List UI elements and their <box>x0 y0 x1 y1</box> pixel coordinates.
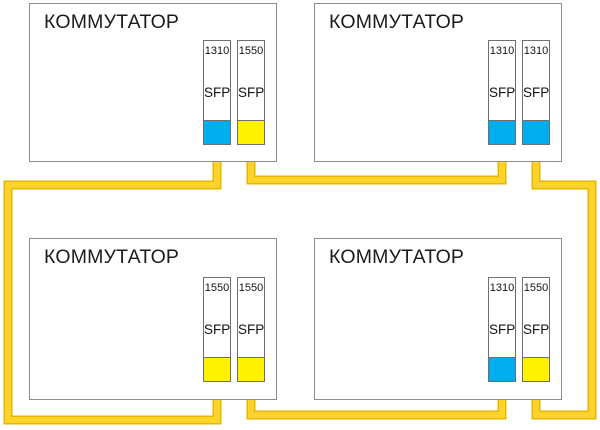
switch-label: КОММУТАТОР <box>329 246 465 268</box>
sfp-wavelength-label: 1310 <box>523 45 549 57</box>
sfp-module-label: SFP <box>204 85 231 100</box>
switch-box[interactable]: КОММУТАТОР <box>314 3 562 162</box>
sfp-wavelength-label: 1310 <box>204 45 230 57</box>
switch-box[interactable]: КОММУТАТОР <box>29 3 277 162</box>
sfp-module-label: SFP <box>204 322 231 337</box>
switch-label: КОММУТАТОР <box>44 11 180 33</box>
sfp-transceiver-tip[interactable] <box>236 357 266 383</box>
sfp-transceiver-tip[interactable] <box>487 357 517 383</box>
sfp-wavelength-label: 1550 <box>238 282 264 294</box>
switch-box[interactable]: КОММУТАТОР <box>29 238 277 400</box>
sfp-transceiver-tip[interactable] <box>521 357 551 383</box>
switch-label: КОММУТАТОР <box>44 246 180 268</box>
sfp-module-label: SFP <box>489 85 516 100</box>
sfp-wavelength-label: 1310 <box>489 45 515 57</box>
sfp-transceiver-tip[interactable] <box>202 120 232 146</box>
sfp-wavelength-label: 1550 <box>238 45 264 57</box>
sfp-wavelength-label: 1310 <box>489 282 515 294</box>
sfp-module-label: SFP <box>238 85 265 100</box>
switch-label: КОММУТАТОР <box>329 11 465 33</box>
switch-box[interactable]: КОММУТАТОР <box>314 238 562 400</box>
sfp-wavelength-label: 1550 <box>204 282 230 294</box>
sfp-module-label: SFP <box>489 322 516 337</box>
sfp-transceiver-tip[interactable] <box>487 120 517 146</box>
sfp-transceiver-tip[interactable] <box>236 120 266 146</box>
sfp-transceiver-tip[interactable] <box>521 120 551 146</box>
sfp-module-label: SFP <box>523 85 550 100</box>
sfp-wavelength-label: 1550 <box>523 282 549 294</box>
sfp-module-label: SFP <box>523 322 550 337</box>
sfp-transceiver-tip[interactable] <box>202 357 232 383</box>
sfp-module-label: SFP <box>238 322 265 337</box>
